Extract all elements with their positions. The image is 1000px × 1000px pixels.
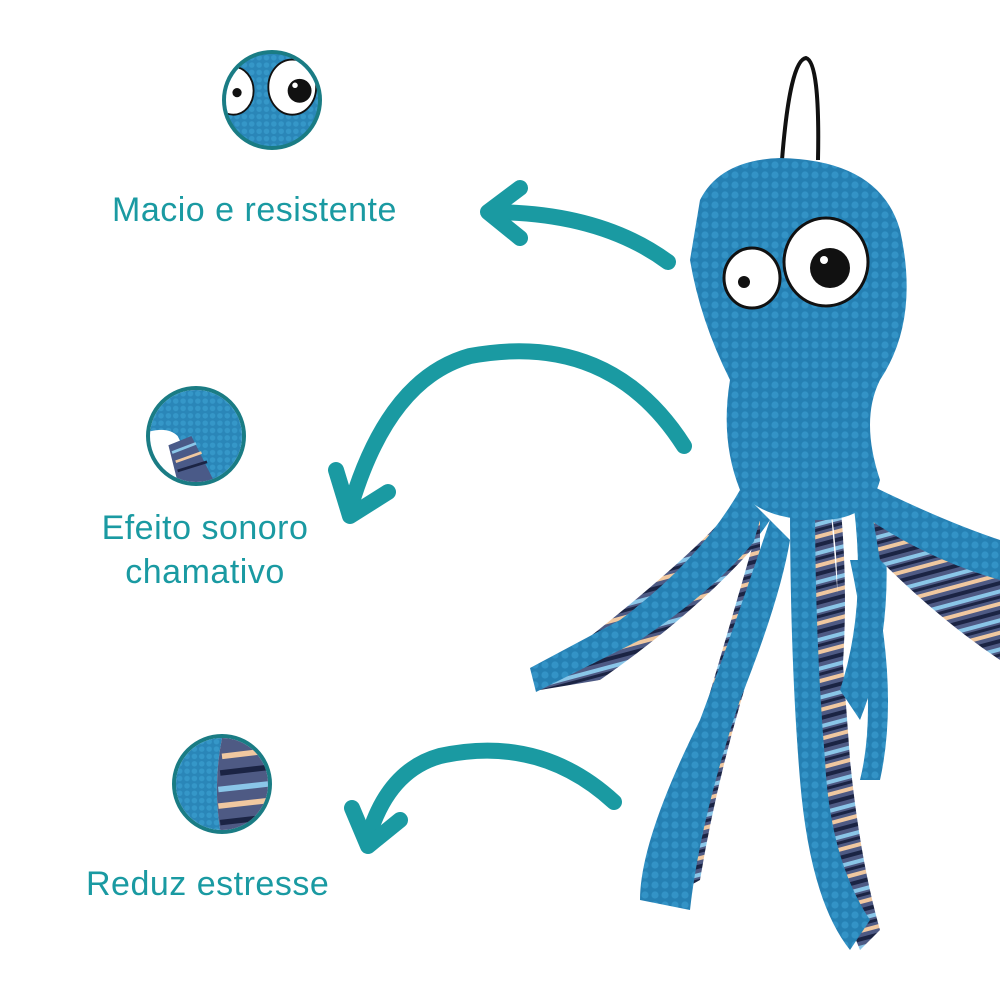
stripes-closeup-image [176,738,268,830]
feature-label-sound-line1: Efeito sonoro [101,509,309,547]
curved-arrow-icon [344,742,622,854]
octopus-head [690,158,907,520]
eye-closeup-image [226,54,318,146]
detail-circle-stripes [172,734,272,834]
detail-circle-eyes [222,50,322,150]
tentacles [530,480,1000,950]
octopus-eyes [722,216,870,310]
feature-label-sound-line2: chamativo [125,553,285,591]
detail-circle-tentacle [146,386,246,486]
hanging-loop [780,55,821,161]
feature-label-soft-durable: Macio e resistente [112,191,397,229]
feature-label-stress-relief: Reduz estresse [86,865,330,903]
curved-arrow-icon [480,180,676,270]
curved-arrow-icon [328,343,692,524]
feature-label-sound-effect: Efeito sonoro chamativo [60,506,350,594]
tentacle-closeup-image [150,390,242,482]
